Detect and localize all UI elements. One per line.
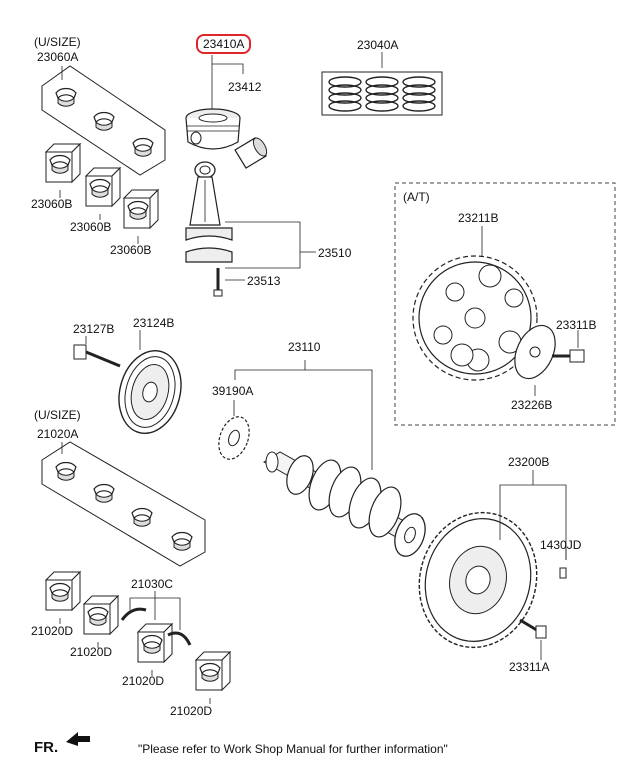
label-21020d-2[interactable]: 21020D	[70, 645, 113, 659]
crankshaft-pulley-23124b[interactable]	[110, 344, 190, 441]
label-23211b[interactable]: 23211B	[458, 211, 499, 225]
piston-23410a[interactable]	[185, 108, 241, 150]
label-23513[interactable]: 23513	[247, 274, 281, 288]
lower-bearing-set-21020a[interactable]	[41, 441, 206, 567]
label-23510[interactable]: 23510	[318, 246, 352, 260]
label-23060b-3[interactable]: 23060B	[110, 243, 152, 257]
label-usize-lower: (U/SIZE)	[34, 408, 81, 422]
bearing-23060b-3[interactable]	[123, 189, 159, 229]
label-39190a[interactable]: 39190A	[212, 384, 254, 398]
label-21030c[interactable]: 21030C	[131, 577, 174, 591]
piston-pin-23412[interactable]	[234, 136, 269, 169]
bearing-21020d-4[interactable]	[195, 651, 231, 691]
label-23412[interactable]: 23412	[228, 80, 262, 94]
label-21020d-1[interactable]: 21020D	[31, 624, 74, 638]
front-indicator: FR.	[34, 739, 59, 756]
piston-ring-set-23040a[interactable]	[321, 71, 443, 116]
pulley-bolt-23127b[interactable]	[73, 344, 121, 368]
label-21020d-4[interactable]: 21020D	[170, 704, 213, 718]
drive-plate-bolt-23311b[interactable]	[552, 349, 585, 363]
dowel-pin-1430jd[interactable]	[559, 567, 567, 579]
label-usize-upper: (U/SIZE)	[34, 35, 81, 49]
bearing-21020d-3[interactable]	[137, 623, 173, 663]
flywheel-bolt-23311a[interactable]	[519, 618, 547, 639]
crankshaft-23110[interactable]	[263, 451, 431, 560]
label-23060b-2[interactable]: 23060B	[70, 220, 112, 234]
adapter-plate-23226b[interactable]	[507, 319, 563, 385]
label-23410a[interactable]: 23410A	[196, 34, 252, 54]
label-23311a[interactable]: 23311A	[509, 660, 550, 674]
label-1430jd[interactable]: 1430JD	[540, 538, 582, 552]
bearing-21020d-1[interactable]	[45, 571, 81, 611]
front-arrow-icon	[66, 732, 90, 746]
label-21020a[interactable]: 21020A	[37, 427, 79, 441]
footer-note: "Please refer to Work Shop Manual for fu…	[138, 742, 448, 756]
label-23040a[interactable]: 23040A	[357, 38, 399, 52]
flywheel-23200b[interactable]	[404, 499, 551, 660]
connecting-rod-23510[interactable]	[185, 161, 233, 263]
label-23127b[interactable]: 23127B	[73, 322, 115, 336]
upper-bearing-set-23060a[interactable]	[41, 65, 166, 176]
bearing-23060b-1[interactable]	[45, 143, 81, 183]
label-23226b[interactable]: 23226B	[511, 398, 553, 412]
bearing-23060b-2[interactable]	[85, 167, 121, 207]
crank-sprocket-39190a[interactable]	[213, 413, 254, 464]
label-23110[interactable]: 23110	[288, 340, 321, 354]
bearing-21020d-2[interactable]	[83, 595, 119, 635]
label-23060b-1[interactable]: 23060B	[31, 197, 73, 211]
label-at: (A/T)	[403, 190, 430, 204]
label-23060a[interactable]: 23060A	[37, 50, 79, 64]
rod-bolt-23513[interactable]	[213, 268, 223, 297]
thrust-washers-21030c[interactable]	[120, 607, 192, 646]
label-23124b[interactable]: 23124B	[133, 316, 175, 330]
label-21020d-3[interactable]: 21020D	[122, 674, 165, 688]
label-23200b[interactable]: 23200B	[508, 455, 550, 469]
drive-plate-23211b[interactable]	[412, 255, 538, 381]
label-23311b[interactable]: 23311B	[556, 318, 597, 332]
